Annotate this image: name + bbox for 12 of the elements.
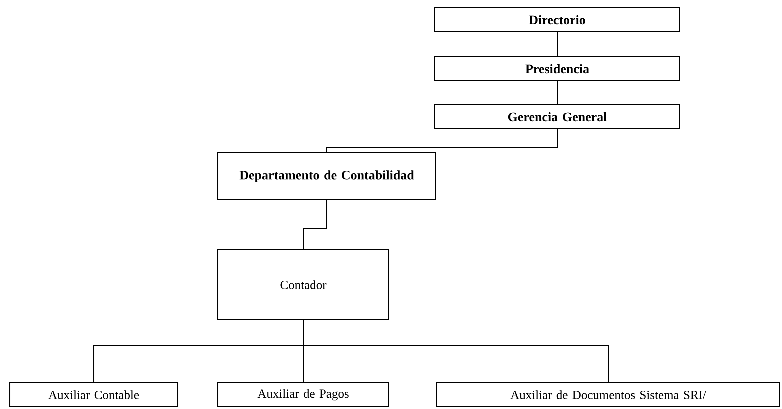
- org-box: Gerencia General: [434, 104, 680, 130]
- connector-line: [557, 81, 558, 105]
- org-box: Auxiliar Contable: [10, 382, 178, 408]
- connector-line: [326, 129, 558, 153]
- org-box: Departamento de Contabilidad: [218, 152, 436, 200]
- org-box: Directorio: [434, 8, 680, 32]
- org-box: Auxiliar de Documentos Sistema SRI/: [436, 382, 780, 408]
- org-box: Auxiliar de Pagos: [218, 382, 390, 408]
- connector-line: [303, 200, 328, 250]
- org-box: Contador: [218, 250, 390, 320]
- org-box: Presidencia: [434, 56, 680, 82]
- connector-line: [557, 32, 558, 57]
